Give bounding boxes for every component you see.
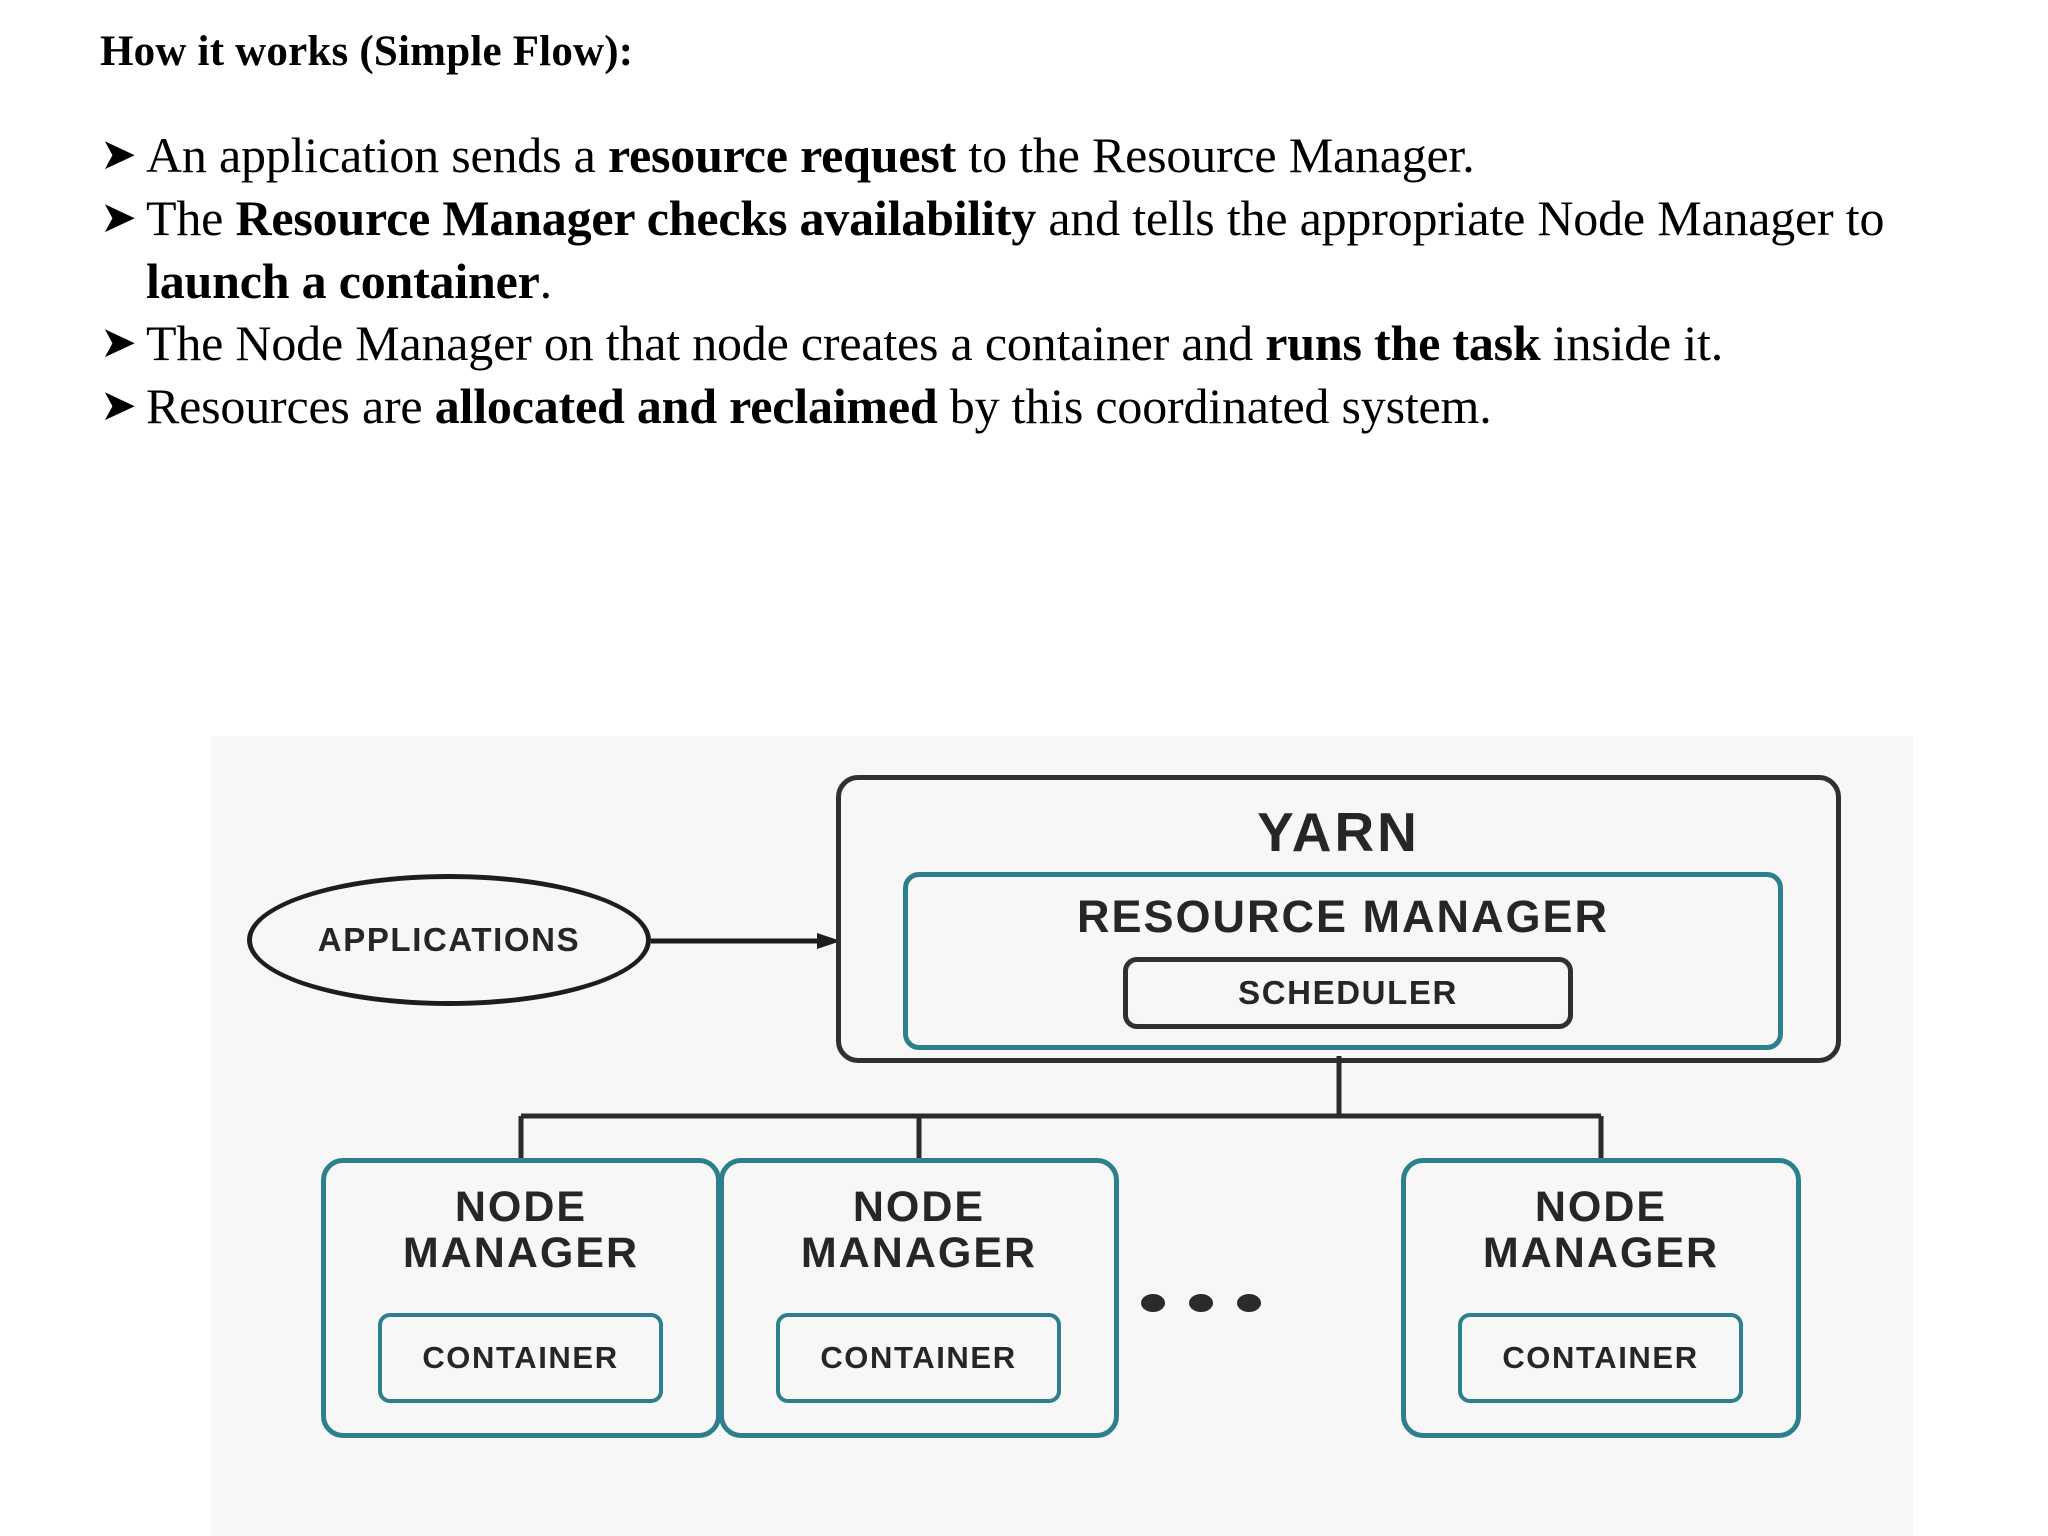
flow-steps-list: ➤ An application sends a resource reques… bbox=[100, 124, 2000, 438]
list-item-text: The Node Manager on that node creates a … bbox=[146, 315, 1724, 372]
node-manager-box: NODE MANAGER CONTAINER bbox=[1401, 1158, 1801, 1438]
container-label: CONTAINER bbox=[422, 1340, 619, 1375]
ellipsis-dot bbox=[1141, 1294, 1165, 1312]
arrow-bullet-icon: ➤ bbox=[100, 380, 137, 432]
node-manager-box: NODE MANAGER CONTAINER bbox=[321, 1158, 721, 1438]
ellipsis-dot bbox=[1189, 1294, 1213, 1312]
list-item-text: The Resource Manager checks availability… bbox=[146, 189, 1885, 309]
node-manager-box: NODE MANAGER CONTAINER bbox=[719, 1158, 1119, 1438]
container-box: CONTAINER bbox=[378, 1313, 663, 1403]
container-box: CONTAINER bbox=[1458, 1313, 1743, 1403]
scheduler-label: SCHEDULER bbox=[1238, 974, 1458, 1011]
yarn-title: YARN bbox=[1257, 801, 1420, 863]
yarn-box: YARN RESOURCE MANAGER SCHEDULER bbox=[836, 775, 1841, 1063]
slide-text-block: How it works (Simple Flow): ➤ An applica… bbox=[100, 28, 2000, 438]
node-manager-title: NODE MANAGER bbox=[402, 1183, 640, 1277]
yarn-to-nodemanagers-connector bbox=[518, 1056, 1604, 1158]
node-manager-title: NODE MANAGER bbox=[1482, 1183, 1720, 1277]
arrow-bullet-icon: ➤ bbox=[100, 191, 137, 243]
ellipsis-icon bbox=[1141, 1288, 1261, 1318]
applications-node: APPLICATIONS bbox=[247, 874, 651, 1006]
yarn-architecture-diagram: APPLICATIONS YARN RESOURCE MANAGER SCHED… bbox=[211, 736, 1913, 1536]
list-item: ➤ An application sends a resource reques… bbox=[100, 124, 2000, 187]
list-item: ➤ Resources are allocated and reclaimed … bbox=[100, 375, 2000, 438]
applications-label: APPLICATIONS bbox=[317, 921, 581, 958]
container-label: CONTAINER bbox=[1502, 1340, 1699, 1375]
applications-to-yarn-arrow-icon bbox=[651, 933, 841, 949]
container-box: CONTAINER bbox=[776, 1313, 1061, 1403]
list-item-text: An application sends a resource request … bbox=[146, 127, 1475, 184]
resource-manager-title: RESOURCE MANAGER bbox=[1076, 891, 1610, 942]
ellipsis-dot bbox=[1237, 1294, 1261, 1312]
list-item: ➤ The Resource Manager checks availabili… bbox=[100, 187, 2000, 313]
node-manager-title: NODE MANAGER bbox=[800, 1183, 1038, 1277]
resource-manager-box: RESOURCE MANAGER SCHEDULER bbox=[903, 872, 1783, 1050]
container-label: CONTAINER bbox=[820, 1340, 1017, 1375]
arrow-bullet-icon: ➤ bbox=[100, 129, 137, 181]
scheduler-box: SCHEDULER bbox=[1123, 957, 1573, 1029]
list-item-text: Resources are allocated and reclaimed by… bbox=[146, 378, 1492, 435]
list-item: ➤ The Node Manager on that node creates … bbox=[100, 312, 2000, 375]
page-title: How it works (Simple Flow): bbox=[100, 28, 634, 75]
arrow-bullet-icon: ➤ bbox=[100, 317, 137, 369]
